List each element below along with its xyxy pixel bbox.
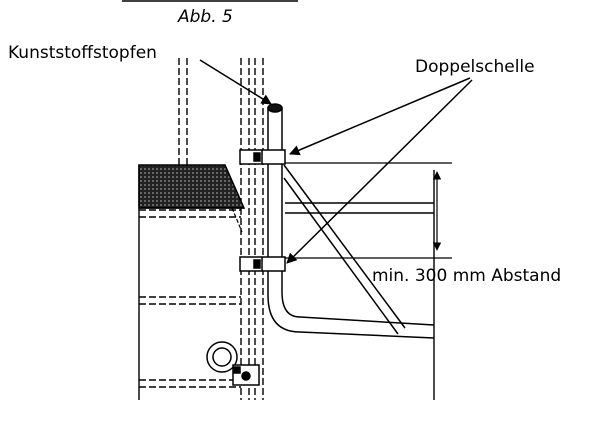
plug-label: Kunststoffstopfen xyxy=(8,43,157,63)
plastic-plug xyxy=(267,103,283,113)
platform-grating xyxy=(138,164,246,233)
scaffold-frame xyxy=(138,58,435,400)
distance-dimension xyxy=(285,162,452,259)
distance-label: min. 300 mm Abstand xyxy=(372,266,561,286)
figure-caption: Abb. 5 xyxy=(177,7,233,27)
clamp-arrow-lower xyxy=(286,79,473,264)
callout-arrows xyxy=(199,59,473,264)
guardrail-frame xyxy=(267,164,435,339)
swivel-coupler xyxy=(206,341,260,386)
double-clamp-upper xyxy=(239,149,286,165)
clamp-arrow-upper xyxy=(289,77,471,156)
clamp-label: Doppelschelle xyxy=(415,57,535,77)
plug-arrow xyxy=(199,59,272,105)
double-clamp-lower xyxy=(239,256,286,272)
guard-tube xyxy=(267,103,283,269)
